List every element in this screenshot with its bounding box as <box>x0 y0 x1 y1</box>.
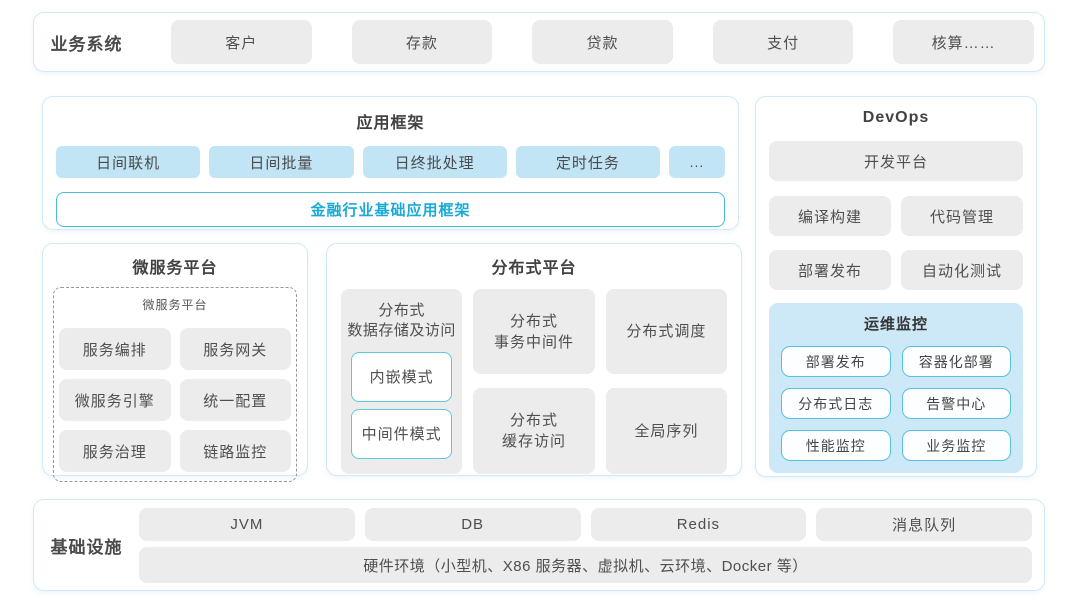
microservice-inner-box: 微服务平台 服务编排 服务网关 微服务引擎 统一配置 服务治理 链路监控 <box>53 287 297 482</box>
microservice-title: 微服务平台 <box>132 260 218 277</box>
microservice-item: 微服务引擎 <box>59 379 171 421</box>
infrastructure-items-row: JVM DB Redis 消息队列 <box>139 508 1032 541</box>
ops-monitor-item: 容器化部署 <box>901 346 1011 377</box>
microservice-item: 统一配置 <box>179 379 291 421</box>
infrastructure-item: Redis <box>590 508 807 541</box>
devops-tool: 代码管理 <box>901 196 1023 236</box>
distributed-storage-label: 分布式 数据存储及访问 <box>347 302 456 340</box>
business-items-row: 客户 存款 贷款 支付 核算…… <box>139 20 1044 64</box>
storage-mode-item: 内嵌模式 <box>351 351 453 402</box>
devops-tool: 编译构建 <box>769 196 891 236</box>
devops-title: DevOps <box>862 109 930 126</box>
ops-monitor-item: 分布式日志 <box>781 388 891 419</box>
app-framework-item: 日间联机 <box>56 146 201 178</box>
infrastructure-panel: 基础设施 JVM DB Redis 消息队列 硬件环境（小型机、X86 服务器、… <box>33 499 1045 591</box>
microservice-item: 服务编排 <box>59 328 171 370</box>
app-framework-item: 定时任务 <box>515 146 660 178</box>
devops-tools-grid: 编译构建 代码管理 部署发布 自动化测试 <box>769 196 1023 290</box>
app-framework-items-row: 日间联机 日间批量 日终批处理 定时任务 ... <box>56 146 725 178</box>
distributed-grid: 分布式 数据存储及访问 内嵌模式 中间件模式 分布式 事务中间件 分布式调度 分… <box>341 289 727 474</box>
devops-dev-platform: 开发平台 <box>769 141 1023 181</box>
ops-monitor-grid: 部署发布 容器化部署 分布式日志 告警中心 性能监控 业务监控 <box>781 346 1011 461</box>
business-item: 支付 <box>712 20 854 64</box>
distributed-storage-box: 分布式 数据存储及访问 内嵌模式 中间件模式 <box>341 289 463 474</box>
app-framework-item: 日间批量 <box>209 146 354 178</box>
business-item: 存款 <box>351 20 493 64</box>
distributed-item: 分布式调度 <box>605 289 727 374</box>
ops-monitor-item: 性能监控 <box>781 430 891 461</box>
devops-tool: 自动化测试 <box>901 250 1023 290</box>
distributed-panel: 分布式平台 分布式 数据存储及访问 内嵌模式 中间件模式 分布式 事务中间件 分… <box>326 243 742 476</box>
devops-tool: 部署发布 <box>769 250 891 290</box>
business-systems-panel: 业务系统 客户 存款 贷款 支付 核算…… <box>33 12 1045 72</box>
base-framework-box: 金融行业基础应用框架 <box>56 192 725 227</box>
app-framework-title: 应用框架 <box>356 115 425 132</box>
storage-mode-item: 中间件模式 <box>351 408 453 459</box>
ops-monitor-panel: 运维监控 部署发布 容器化部署 分布式日志 告警中心 性能监控 业务监控 <box>769 303 1023 473</box>
microservice-item: 服务治理 <box>59 430 171 472</box>
business-systems-label: 业务系统 <box>50 34 123 54</box>
ops-monitor-item: 业务监控 <box>901 430 1011 461</box>
microservice-inner-title: 微服务平台 <box>142 298 208 312</box>
ops-monitor-item: 告警中心 <box>901 388 1011 419</box>
infrastructure-item: DB <box>364 508 581 541</box>
devops-panel: DevOps 开发平台 编译构建 代码管理 部署发布 自动化测试 运维监控 部署… <box>755 96 1037 477</box>
distributed-item: 分布式 缓存访问 <box>473 388 595 474</box>
microservice-item: 服务网关 <box>179 328 291 370</box>
infrastructure-body: JVM DB Redis 消息队列 硬件环境（小型机、X86 服务器、虚拟机、云… <box>139 499 1044 591</box>
ops-monitor-item: 部署发布 <box>781 346 891 377</box>
microservice-panel: 微服务平台 微服务平台 服务编排 服务网关 微服务引擎 统一配置 服务治理 链路… <box>42 243 308 482</box>
business-item: 客户 <box>171 20 312 64</box>
infrastructure-label: 基础设施 <box>50 537 123 557</box>
business-item: 核算…… <box>893 20 1034 64</box>
microservice-grid: 服务编排 服务网关 微服务引擎 统一配置 服务治理 链路监控 <box>59 328 291 472</box>
ops-monitor-title: 运维监控 <box>863 316 928 333</box>
distributed-item: 全局序列 <box>605 388 727 474</box>
app-framework-item-more: ... <box>669 146 725 178</box>
infrastructure-item: 消息队列 <box>816 508 1032 541</box>
app-framework-item: 日终批处理 <box>362 146 507 178</box>
business-item: 贷款 <box>532 20 673 64</box>
distributed-item: 分布式 事务中间件 <box>473 289 595 374</box>
app-framework-panel: 应用框架 日间联机 日间批量 日终批处理 定时任务 ... 金融行业基础应用框架 <box>42 96 739 230</box>
hardware-environment-box: 硬件环境（小型机、X86 服务器、虚拟机、云环境、Docker 等） <box>139 547 1032 583</box>
microservice-item: 链路监控 <box>179 430 291 472</box>
infrastructure-item: JVM <box>139 508 355 541</box>
distributed-title: 分布式平台 <box>491 260 577 277</box>
